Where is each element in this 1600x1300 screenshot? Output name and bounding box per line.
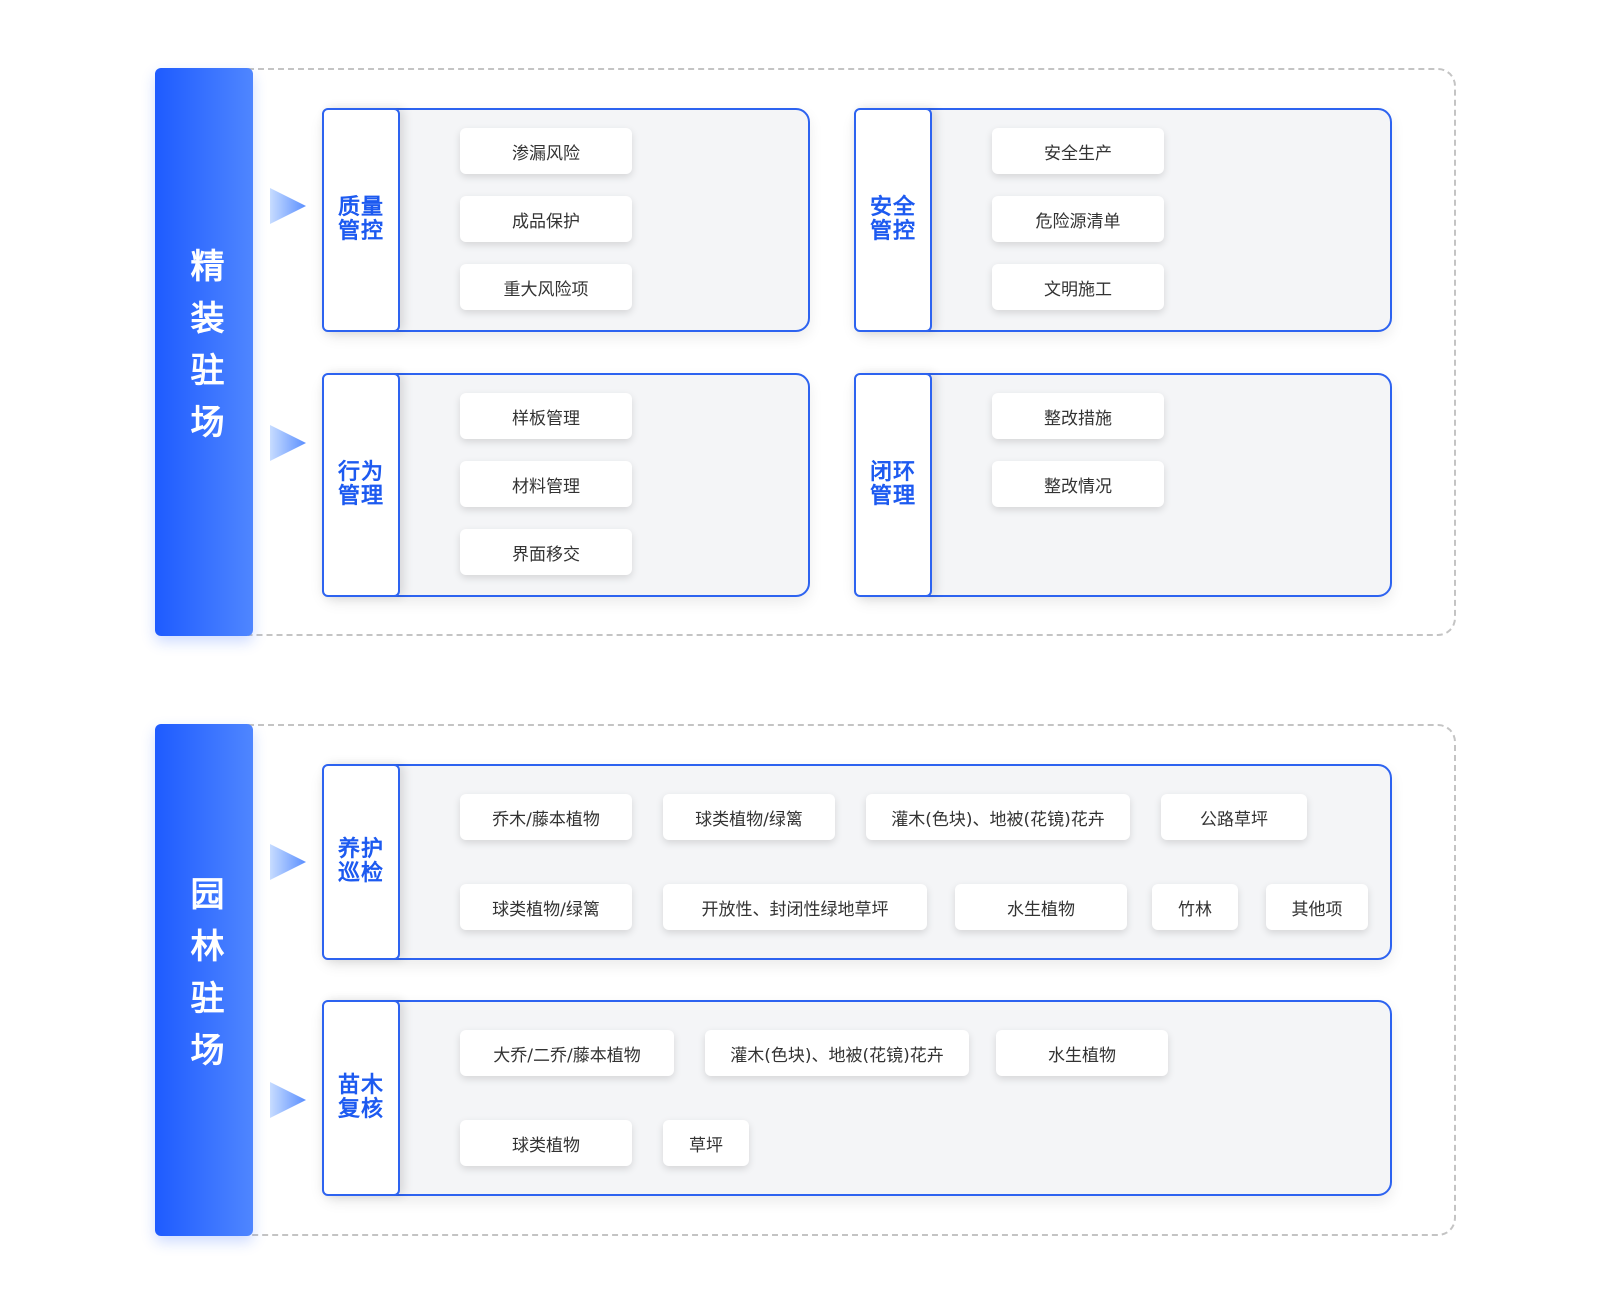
section-outline — [248, 724, 1456, 1236]
item-chip[interactable]: 材料管理 — [460, 461, 632, 507]
item-chip[interactable]: 球类植物/绿篱 — [663, 794, 835, 840]
item-chip[interactable]: 乔木/藤本植物 — [460, 794, 632, 840]
group-card-closed-loop: 闭环管理 整改措施 整改情况 — [854, 373, 1392, 597]
item-chip[interactable]: 大乔/二乔/藤本植物 — [460, 1030, 674, 1076]
item-chip[interactable]: 危险源清单 — [992, 196, 1164, 242]
item-chip[interactable]: 水生植物 — [996, 1030, 1168, 1076]
group-label: 安全管控 — [869, 195, 916, 244]
item-chip[interactable]: 灌木(色块)、地被(花镜)花卉 — [705, 1030, 969, 1076]
group-card-safety: 安全管控 安全生产 危险源清单 文明施工 — [854, 108, 1392, 332]
item-chip[interactable]: 草坪 — [663, 1120, 749, 1166]
item-chip[interactable]: 重大风险项 — [460, 264, 632, 310]
group-label: 质量管控 — [337, 195, 384, 244]
group-label-box: 养护巡检 — [322, 764, 400, 960]
item-chip[interactable]: 安全生产 — [992, 128, 1164, 174]
item-chip[interactable]: 灌木(色块)、地被(花镜)花卉 — [866, 794, 1130, 840]
item-chip[interactable]: 竹林 — [1152, 884, 1238, 930]
item-chip[interactable]: 渗漏风险 — [460, 128, 632, 174]
group-card-quality: 质量管控 渗漏风险 成品保护 重大风险项 — [322, 108, 810, 332]
item-chip[interactable]: 界面移交 — [460, 529, 632, 575]
item-chip[interactable]: 整改情况 — [992, 461, 1164, 507]
item-chip[interactable]: 成品保护 — [460, 196, 632, 242]
group-label: 苗木复核 — [337, 1073, 384, 1122]
group-label-box: 质量管控 — [322, 108, 400, 332]
group-label-box: 苗木复核 — [322, 1000, 400, 1196]
group-card-seedling-check: 苗木复核 大乔/二乔/藤本植物 灌木(色块)、地被(花镜)花卉 水生植物 球类植… — [322, 1000, 1392, 1196]
group-label: 行为管理 — [337, 460, 384, 509]
section-title: 园林驻场 — [184, 876, 224, 1084]
item-chip[interactable]: 公路草坪 — [1161, 794, 1307, 840]
section-title-bar: 精装驻场 — [155, 68, 253, 636]
item-chip[interactable]: 其他项 — [1266, 884, 1368, 930]
group-label: 闭环管理 — [869, 460, 916, 509]
group-label-box: 行为管理 — [322, 373, 400, 597]
group-card-maintenance: 养护巡检 乔木/藤本植物 球类植物/绿篱 灌木(色块)、地被(花镜)花卉 公路草… — [322, 764, 1392, 960]
section-title-bar: 园林驻场 — [155, 724, 253, 1236]
group-label-box: 闭环管理 — [854, 373, 932, 597]
group-label: 养护巡检 — [337, 837, 384, 886]
section-title: 精装驻场 — [184, 248, 224, 456]
item-chip[interactable]: 样板管理 — [460, 393, 632, 439]
item-chip[interactable]: 整改措施 — [992, 393, 1164, 439]
section-outline — [248, 68, 1456, 636]
item-chip[interactable]: 水生植物 — [955, 884, 1127, 930]
item-chip[interactable]: 球类植物 — [460, 1120, 632, 1166]
group-label-box: 安全管控 — [854, 108, 932, 332]
item-chip[interactable]: 开放性、封闭性绿地草坪 — [663, 884, 927, 930]
item-chip[interactable]: 球类植物/绿篱 — [460, 884, 632, 930]
group-card-behavior: 行为管理 样板管理 材料管理 界面移交 — [322, 373, 810, 597]
item-chip[interactable]: 文明施工 — [992, 264, 1164, 310]
